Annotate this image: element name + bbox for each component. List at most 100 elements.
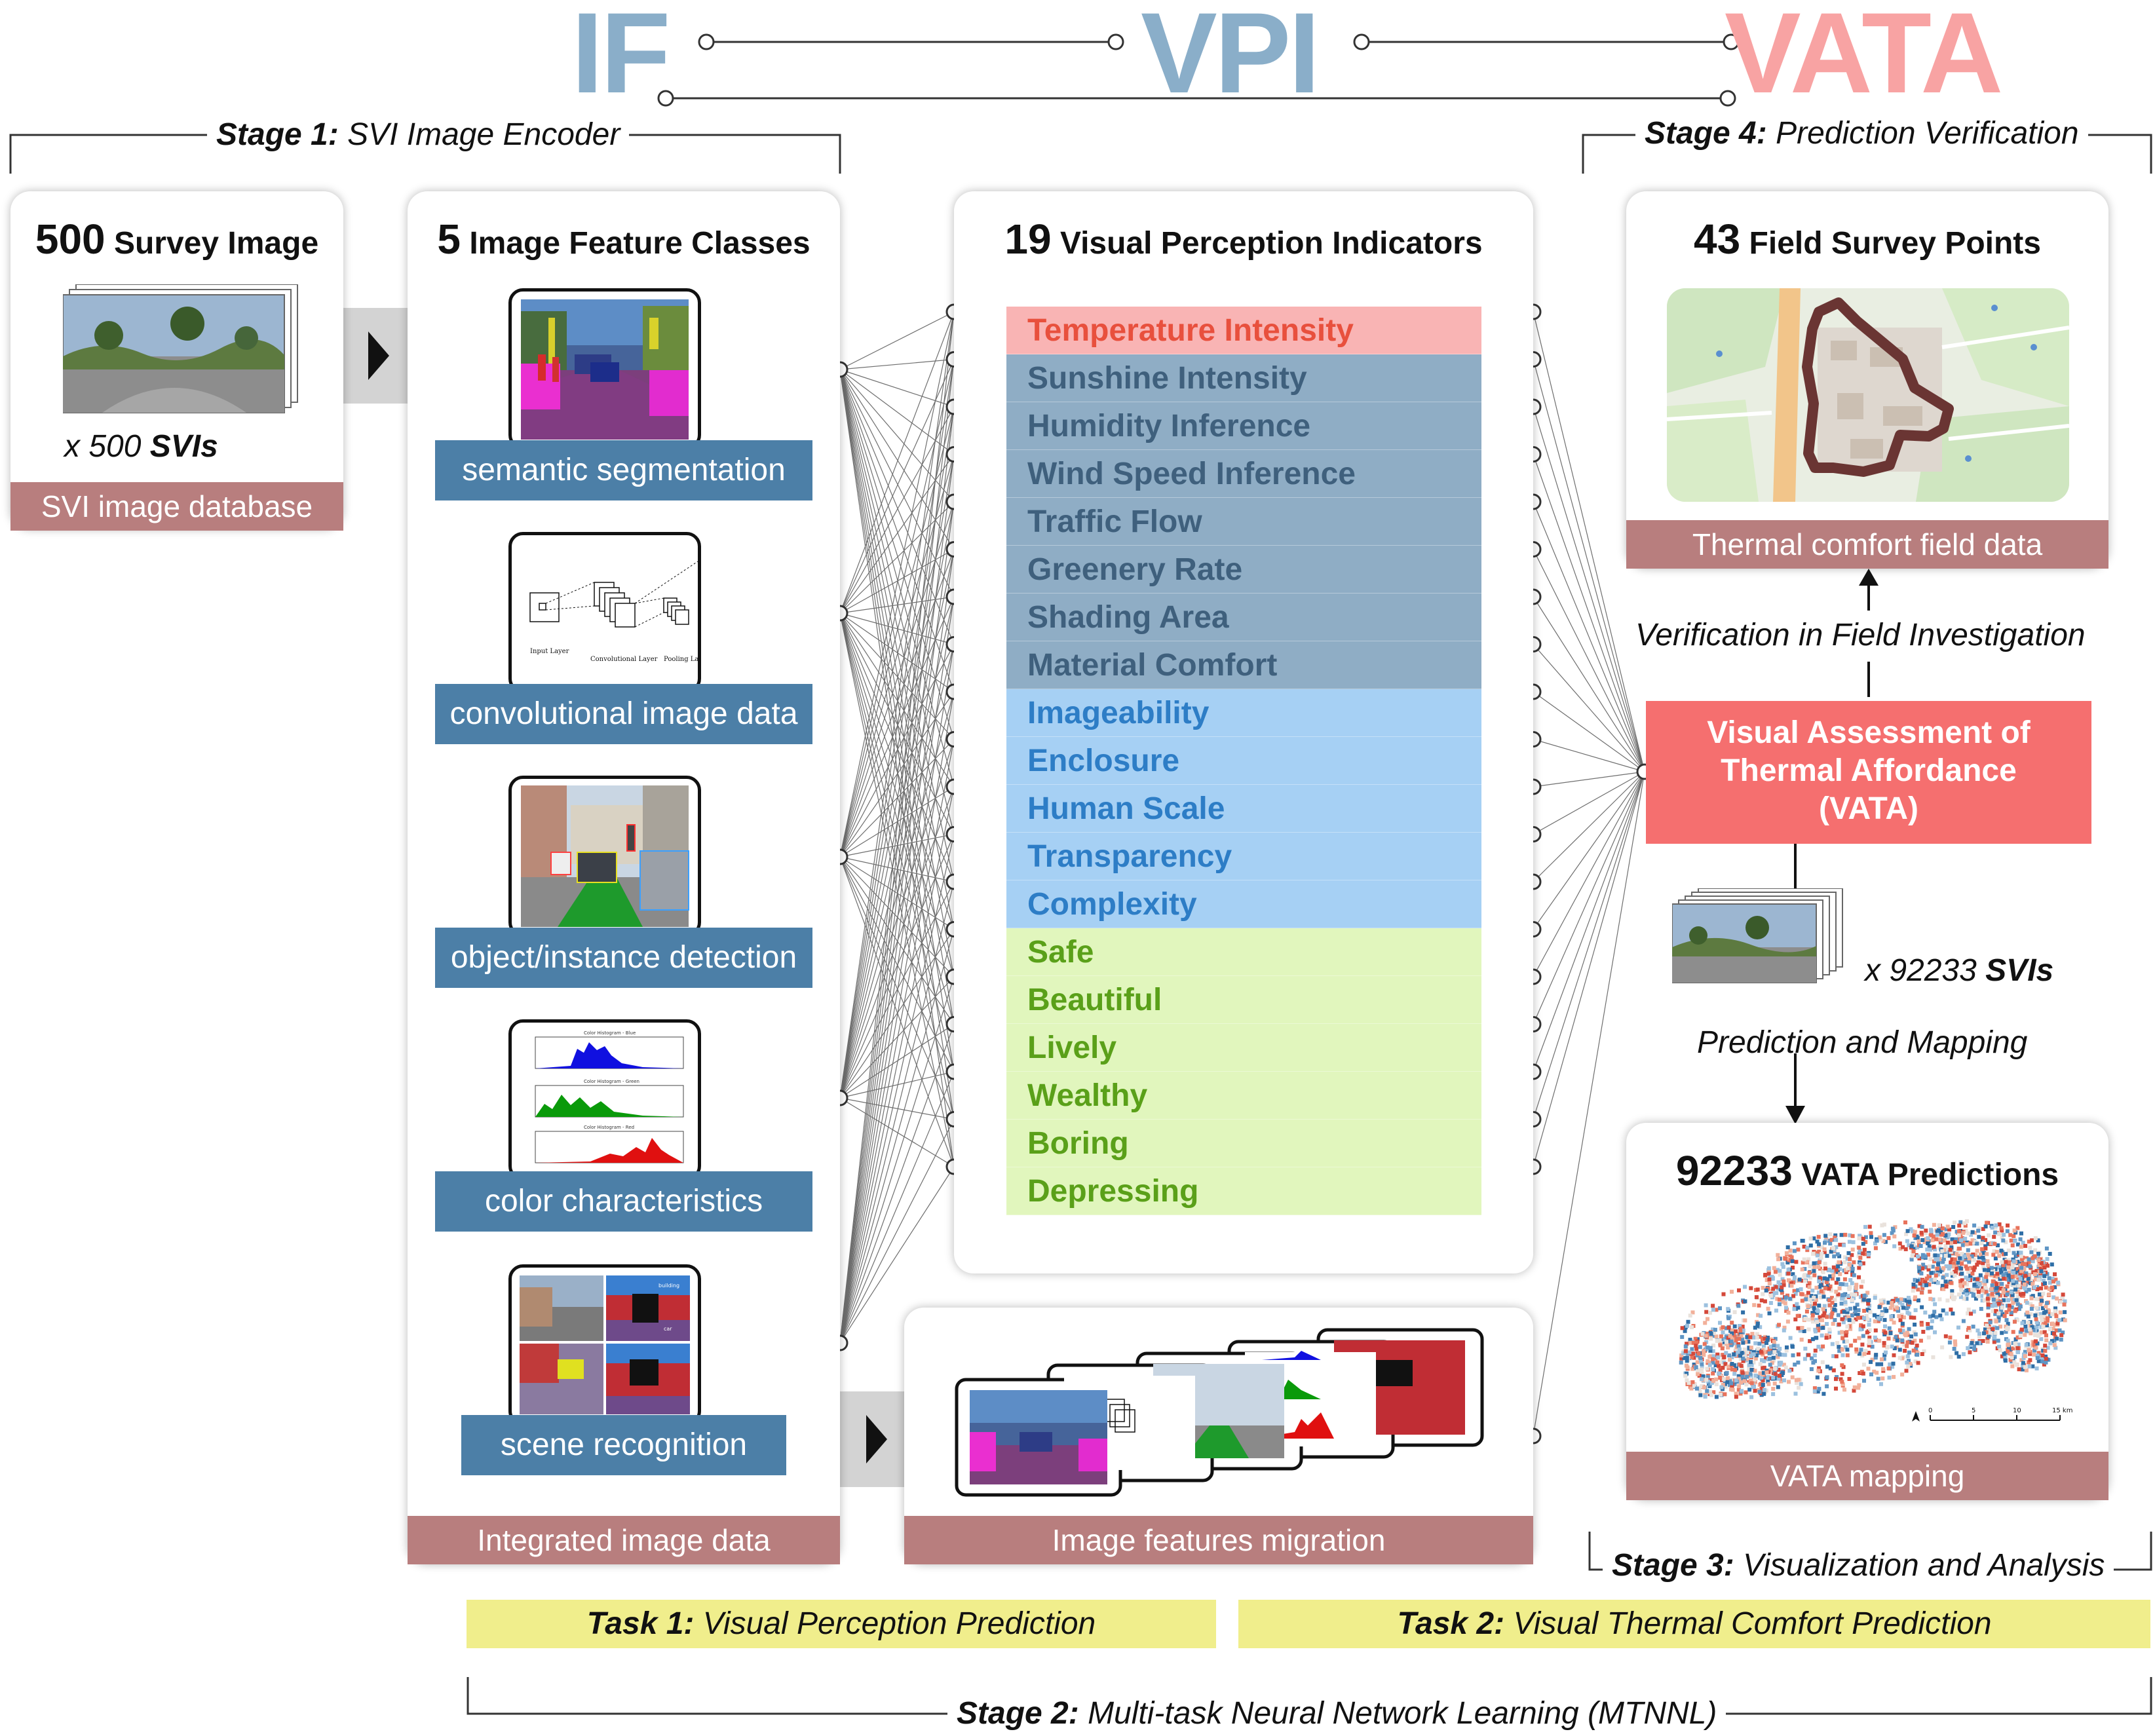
vata-prediction-cell	[1705, 1389, 1709, 1393]
vata-prediction-cell	[1986, 1299, 1991, 1304]
vata-prediction-cell	[1996, 1232, 2001, 1236]
vata-prediction-cell	[1803, 1346, 1808, 1351]
vata-prediction-cell	[2002, 1232, 2006, 1237]
vata-prediction-cell	[1829, 1315, 1834, 1319]
vata-prediction-cell	[1998, 1287, 2003, 1291]
vata-prediction-cell	[1984, 1275, 1989, 1279]
vata-prediction-cell	[1920, 1255, 1925, 1260]
vata-prediction-cell	[1862, 1316, 1866, 1321]
vata-prediction-cell	[2044, 1338, 2049, 1342]
vata-prediction-cell	[1698, 1359, 1703, 1363]
vata-prediction-cell	[1835, 1375, 1839, 1379]
vata-prediction-cell	[1830, 1300, 1835, 1305]
vata-prediction-cell	[1813, 1302, 1817, 1306]
vata-prediction-cell	[1979, 1252, 1983, 1256]
vata-prediction-cell	[1892, 1320, 1896, 1325]
vata-prediction-cell	[1716, 1355, 1721, 1360]
vata-prediction-cell	[2044, 1310, 2048, 1314]
vata-prediction-cell	[1692, 1384, 1696, 1388]
vata-prediction-cell	[1986, 1302, 1991, 1307]
vata-prediction-cell	[1777, 1374, 1782, 1378]
vata-prediction-cell	[1745, 1374, 1749, 1379]
vata-prediction-cell	[2011, 1330, 2015, 1334]
vata-prediction-cell	[1944, 1282, 1949, 1287]
vata-prediction-cell	[1807, 1281, 1812, 1285]
vata-prediction-cell	[1875, 1370, 1879, 1375]
vata-prediction-cell	[2019, 1266, 2024, 1270]
vata-prediction-cell	[2018, 1263, 2023, 1268]
vata-prediction-cell	[1808, 1339, 1812, 1344]
vata-prediction-cell	[2018, 1271, 2023, 1275]
vata-prediction-cell	[1895, 1338, 1899, 1343]
vata-prediction-cell	[1840, 1310, 1844, 1314]
vata-prediction-cell	[1944, 1284, 1949, 1289]
vata-prediction-cell	[1917, 1224, 1922, 1228]
vata-prediction-cell	[1802, 1245, 1806, 1249]
vata-prediction-cell	[1753, 1356, 1758, 1361]
vata-prediction-cell	[2015, 1267, 2019, 1272]
vata-prediction-cell	[1920, 1282, 1924, 1287]
vata-prediction-cell	[2002, 1351, 2006, 1356]
vata-prediction-cell	[1822, 1311, 1827, 1315]
vata-prediction-cell	[1962, 1290, 1966, 1294]
vata-prediction-cell	[1915, 1234, 1919, 1239]
vata-prediction-cell	[1772, 1359, 1776, 1363]
vata-prediction-cell	[1970, 1254, 1974, 1258]
vata-prediction-cell	[2053, 1277, 2058, 1282]
vata-prediction-cell	[2040, 1318, 2044, 1323]
vata-prediction-cell	[1730, 1289, 1734, 1294]
vata-prediction-cell	[2008, 1347, 2013, 1351]
vata-prediction-cell	[1919, 1271, 1924, 1275]
vata-prediction-cell	[1953, 1273, 1957, 1277]
vata-prediction-cell	[1834, 1268, 1839, 1272]
convolutional-image-thumbnail: Input Layer Convolutional Layer Pooling …	[508, 532, 701, 693]
indicator-wealthy: Wealthy	[1006, 1072, 1481, 1120]
vata-prediction-cell	[1817, 1260, 1821, 1264]
vata-prediction-cell	[1972, 1310, 1976, 1314]
vata-prediction-cell	[1993, 1335, 1997, 1340]
vata-prediction-cell	[1837, 1349, 1842, 1353]
vata-prediction-cell	[1993, 1311, 1998, 1316]
vata-prediction-cell	[1945, 1273, 1949, 1277]
vata-prediction-cell	[2004, 1318, 2009, 1323]
vata-prediction-cell	[1736, 1350, 1740, 1355]
vata-prediction-cell	[1825, 1282, 1830, 1287]
vata-prediction-cell	[1817, 1279, 1821, 1283]
vata-prediction-cell	[1926, 1274, 1931, 1278]
vata-prediction-cell	[1721, 1353, 1725, 1357]
vata-prediction-cell	[1820, 1245, 1825, 1249]
vata-prediction-cell	[1993, 1230, 1998, 1235]
vata-prediction-cell	[1970, 1338, 1975, 1343]
vata-prediction-cell	[1949, 1260, 1953, 1265]
vata-prediction-cell	[1728, 1357, 1732, 1362]
vata-prediction-cell	[1796, 1288, 1801, 1293]
indicator-lively: Lively	[1006, 1024, 1481, 1072]
indicator-complexity: Complexity	[1006, 880, 1481, 928]
vata-prediction-cell	[1858, 1327, 1863, 1332]
vata-prediction-cell	[1879, 1382, 1883, 1386]
vata-prediction-cell	[2010, 1293, 2015, 1298]
vata-prediction-cell	[1810, 1300, 1815, 1304]
vata-prediction-cell	[1846, 1315, 1851, 1319]
vata-prediction-cell	[1730, 1355, 1734, 1359]
vata-prediction-cell	[1891, 1361, 1896, 1366]
vata-prediction-cell	[1980, 1247, 1985, 1251]
vata-prediction-cell	[1945, 1234, 1950, 1239]
vata-prediction-cell	[1680, 1334, 1685, 1339]
vata-prediction-cell	[1850, 1298, 1854, 1302]
vata-prediction-cell	[1757, 1334, 1762, 1339]
vata-prediction-cell	[1788, 1251, 1793, 1255]
feature-label-convolutional-image-data: convolutional image data	[435, 684, 812, 744]
vata-prediction-cell	[1833, 1298, 1837, 1302]
vata-prediction-cell	[1820, 1333, 1824, 1338]
vata-prediction-cell	[1752, 1380, 1757, 1385]
vata-prediction-cell	[1817, 1303, 1821, 1308]
vata-prediction-cell	[1828, 1232, 1833, 1237]
vata-prediction-cell	[1802, 1357, 1807, 1361]
vata-prediction-cell	[1770, 1289, 1775, 1293]
vata-prediction-cell	[1853, 1293, 1858, 1297]
vata-prediction-cell	[2006, 1265, 2010, 1270]
vata-prediction-cell	[1976, 1290, 1981, 1294]
vata-prediction-cell	[2028, 1320, 2032, 1325]
vata-prediction-cell	[1928, 1233, 1933, 1237]
